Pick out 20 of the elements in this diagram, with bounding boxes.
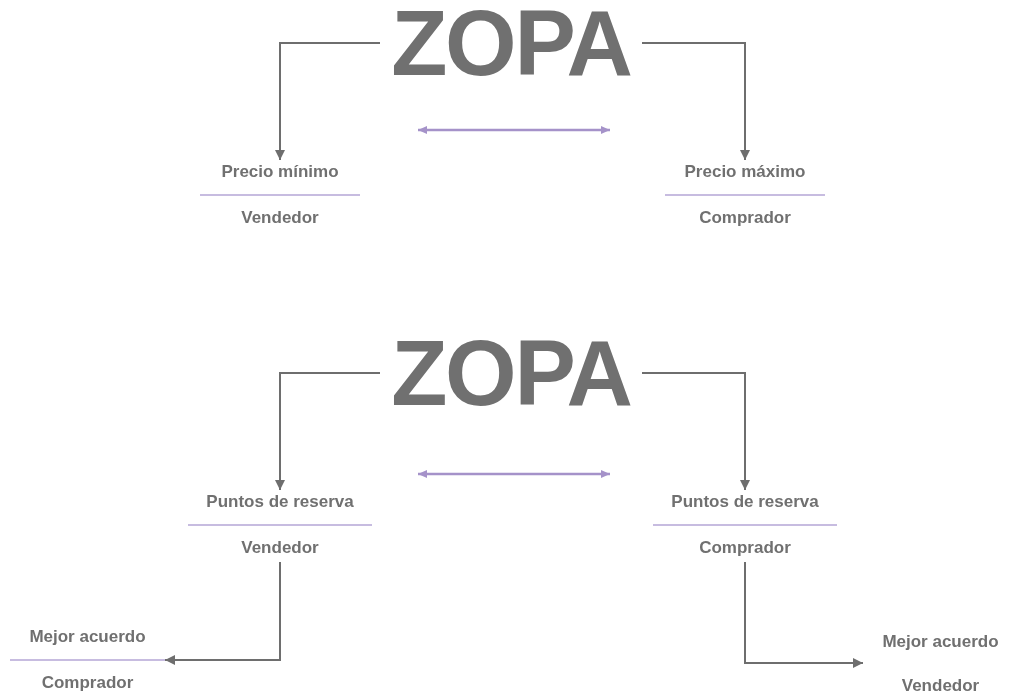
node-subtext: Comprador — [699, 537, 791, 559]
node-subtext: Vendedor — [241, 207, 319, 229]
node-heading: Precio máximo — [684, 161, 806, 183]
node-heading: Puntos de reserva — [206, 491, 354, 513]
node-subtext: Vendedor — [901, 675, 980, 696]
title-text: ZOPA — [391, 2, 631, 84]
node-heading: Puntos de reserva — [671, 491, 819, 513]
node-subtext: Comprador — [41, 672, 134, 694]
arrow — [275, 42, 381, 161]
arrow — [744, 561, 864, 668]
node-subtext: Vendedor — [241, 537, 319, 559]
arrow — [641, 372, 750, 491]
node-heading: Precio mínimo — [221, 161, 339, 183]
title-text: ZOPA — [391, 332, 631, 414]
arrow — [641, 42, 750, 161]
arrow — [164, 561, 281, 665]
arrow — [275, 372, 381, 491]
node-heading: Mejor acuerdo — [882, 631, 999, 653]
node-subtext: Comprador — [699, 207, 791, 229]
node-heading: Mejor acuerdo — [29, 626, 146, 648]
